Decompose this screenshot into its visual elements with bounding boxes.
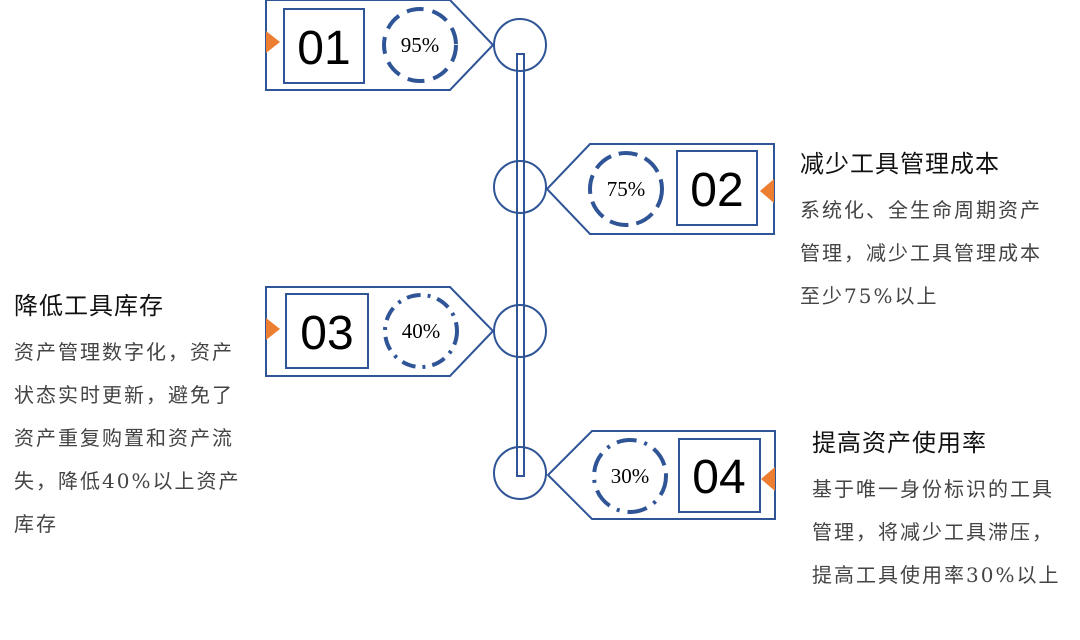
step-04-number-box xyxy=(678,438,761,513)
step-03-number-box xyxy=(285,293,369,369)
step-04-text-block: 提高资产使用率 基于唯一身份标识的工具管理，将减少工具滞压，提高工具使用率30%… xyxy=(812,423,1062,597)
step-01-number: 01 xyxy=(297,22,350,75)
step-03-text-block: 降低工具库存 资产管理数字化，资产状态实时更新，避免了资产重复购置和资产流失，降… xyxy=(14,286,259,546)
step-04-percent-ring xyxy=(592,438,668,514)
step-03-percent-ring xyxy=(383,293,459,369)
step-01-percent: 95% xyxy=(401,33,440,57)
step-01-marker-icon xyxy=(266,31,280,53)
step-02-number-box xyxy=(676,150,758,226)
step-02-marker-icon xyxy=(760,179,774,203)
step-04-percent: 30% xyxy=(611,464,650,488)
step-03-callout: 03 40% xyxy=(265,286,495,377)
step-03-marker-icon xyxy=(266,318,280,340)
timeline-node-02 xyxy=(493,160,547,214)
step-03-description: 资产管理数字化，资产状态实时更新，避免了资产重复购置和资产流失，降低40%以上资… xyxy=(14,340,241,536)
step-04-description: 基于唯一身份标识的工具管理，将减少工具滞压，提高工具使用率30%以上 xyxy=(812,477,1061,587)
step-02-title: 减少工具管理成本 xyxy=(800,150,1000,178)
timeline-node-04 xyxy=(493,446,547,500)
step-03-number: 03 xyxy=(300,307,353,360)
step-02-percent: 75% xyxy=(607,177,646,201)
step-02-callout: 02 75% xyxy=(545,143,775,235)
step-04-callout: 04 30% xyxy=(546,430,776,520)
step-01-number-box xyxy=(283,8,365,84)
step-02-description: 系统化、全生命周期资产管理，减少工具管理成本至少75%以上 xyxy=(800,198,1042,308)
step-02-percent-ring xyxy=(588,151,664,227)
step-01-callout: 01 95% xyxy=(265,0,495,91)
step-02-number: 02 xyxy=(690,164,743,217)
step-02-text-block: 减少工具管理成本 系统化、全生命周期资产管理，减少工具管理成本至少75%以上 xyxy=(800,144,1050,318)
step-04-marker-icon xyxy=(761,467,775,491)
timeline-bar xyxy=(516,53,525,477)
step-01-percent-ring xyxy=(382,7,458,83)
step-04-title: 提高资产使用率 xyxy=(812,429,987,457)
step-04-number: 04 xyxy=(692,451,745,504)
step-03-title: 降低工具库存 xyxy=(14,292,164,320)
step-03-percent: 40% xyxy=(402,319,441,343)
